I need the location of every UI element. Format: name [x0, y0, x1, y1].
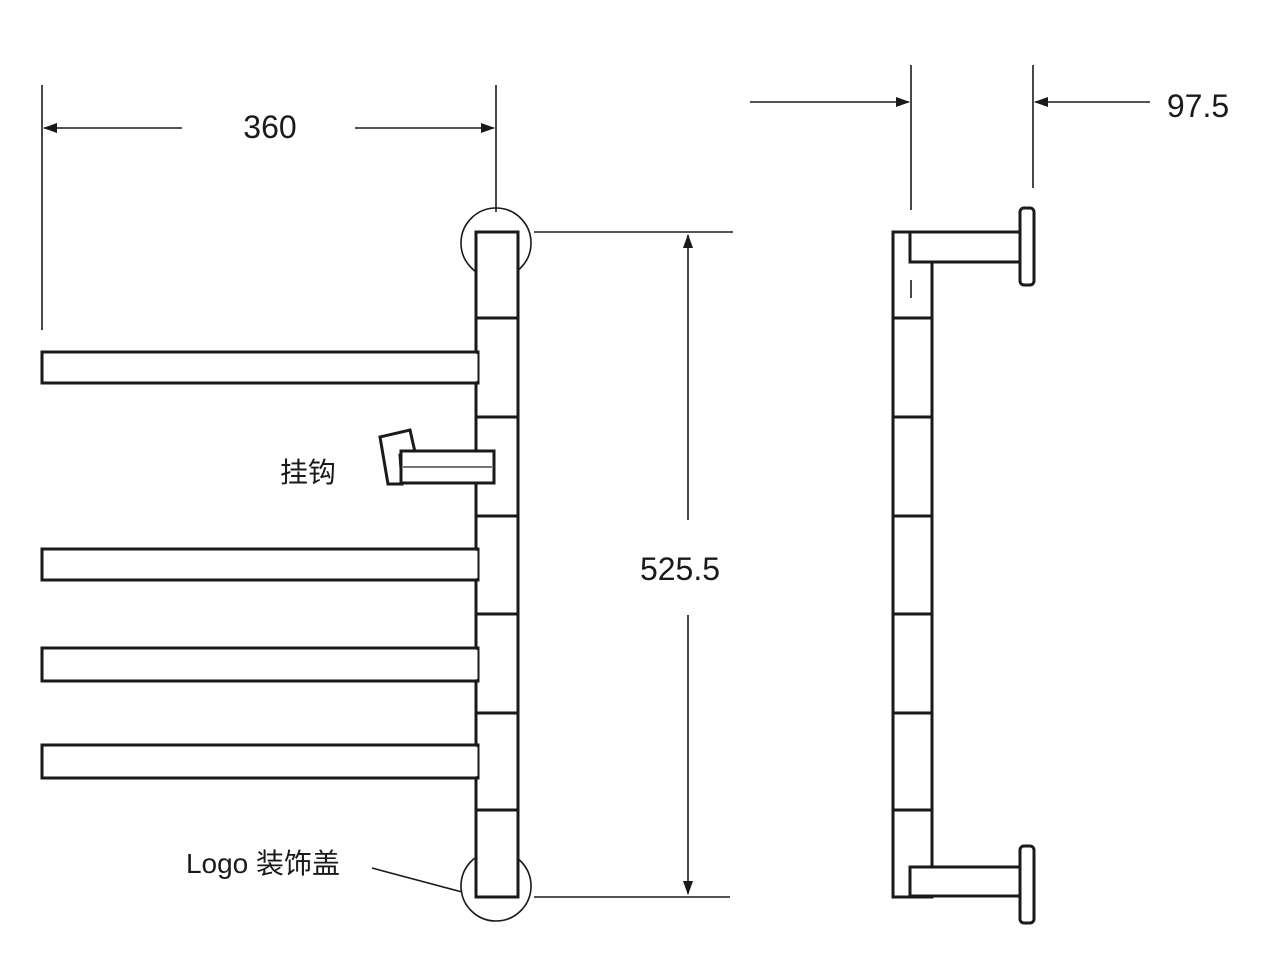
arm-1	[40, 350, 480, 385]
width-value: 360	[243, 109, 296, 145]
bottom-bracket	[908, 865, 1024, 898]
depth-value: 97.5	[1167, 88, 1229, 124]
arm-4	[40, 743, 480, 780]
side-post	[891, 230, 934, 899]
arm-3	[40, 646, 480, 683]
vertical-post	[474, 230, 520, 899]
side-view	[891, 206, 1036, 925]
logo-cover-label: Logo 装饰盖	[186, 848, 340, 879]
arm-2	[40, 547, 480, 582]
front-view	[40, 207, 532, 922]
top-wall-flange	[1018, 206, 1036, 287]
dimension-depth	[750, 65, 1150, 210]
towel-arms	[40, 350, 480, 780]
bottom-wall-flange	[1018, 844, 1036, 925]
hook-label: 挂钩	[280, 457, 336, 488]
top-bracket	[908, 230, 1024, 264]
dimension-height	[534, 231, 733, 898]
post-segment-lines	[476, 316, 518, 812]
dimension-width	[41, 85, 497, 330]
logo-leader-line	[371, 867, 463, 893]
height-value: 525.5	[640, 551, 720, 587]
hook	[378, 428, 496, 486]
